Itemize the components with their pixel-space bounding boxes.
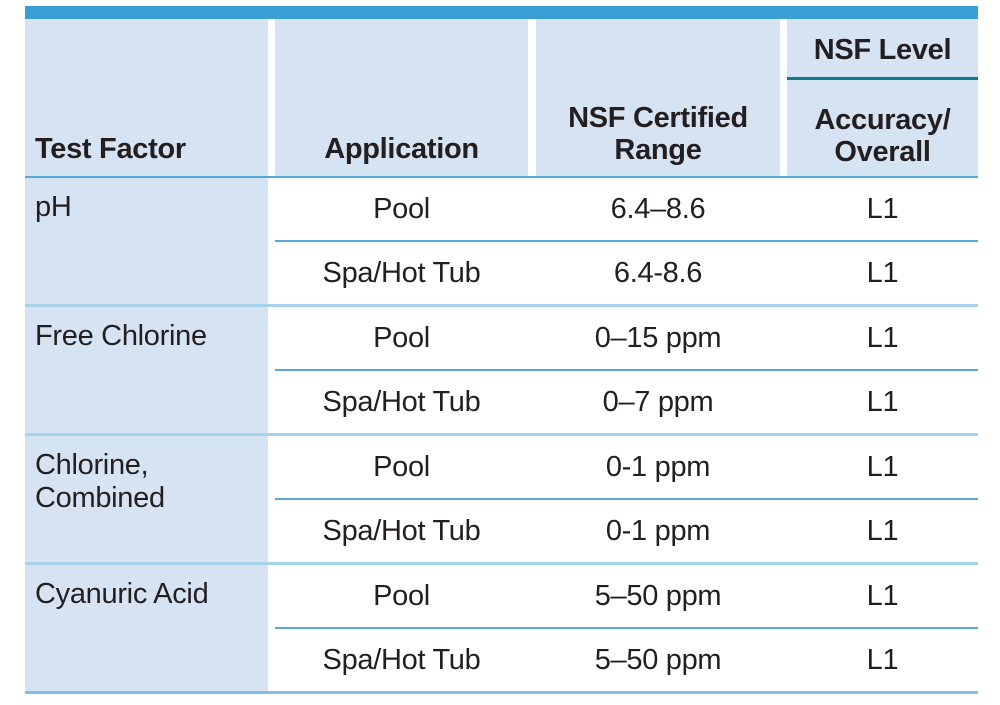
- nsf-certification-table: Test Factor Application NSF Certified Ra…: [25, 6, 978, 694]
- nsf-level-cell: L1: [866, 385, 899, 418]
- table-row: Spa/Hot Tub 0-1 ppm L1: [275, 500, 978, 562]
- table-row: Spa/Hot Tub 5–50 ppm L1: [275, 629, 978, 691]
- nsf-level-cell: L1: [866, 321, 899, 354]
- row-separator-line: [275, 627, 978, 629]
- group-separator-line: [25, 304, 978, 307]
- application-cell: Spa/Hot Tub: [322, 643, 481, 676]
- nsf-certified-range-cell: 6.4-8.6: [613, 256, 703, 289]
- application-cell: Spa/Hot Tub: [322, 256, 481, 289]
- application-cell: Pool: [373, 192, 430, 225]
- test-factor-cell: Free Chlorine: [25, 307, 268, 433]
- nsf-level-cell: L1: [866, 579, 899, 612]
- nsf-level-cell: L1: [866, 514, 899, 547]
- header-separator-line: [25, 176, 978, 178]
- table-row: Pool 0–15 ppm L1: [275, 307, 978, 369]
- application-cell: Pool: [373, 321, 430, 354]
- nsf-certified-range-cell: 0-1 ppm: [605, 514, 711, 547]
- application-cell: Spa/Hot Tub: [322, 385, 481, 418]
- column-header-nsf-certified-range-label: NSF Certified Range: [568, 102, 748, 166]
- nsf-level-title: NSF Level: [813, 34, 952, 66]
- application-cell: Pool: [373, 579, 430, 612]
- group-separator-line: [25, 562, 978, 565]
- nsf-certified-range-cell: 0-1 ppm: [605, 450, 711, 483]
- accuracy-overall-wrap: Accuracy/ Overall: [787, 80, 978, 176]
- test-factor-cell: Cyanuric Acid: [25, 565, 268, 691]
- column-header-test-factor: Test Factor: [25, 19, 268, 176]
- table-bottom-line: [25, 691, 978, 694]
- column-header-application-label: Application: [324, 133, 479, 165]
- table-row: Pool 5–50 ppm L1: [275, 565, 978, 627]
- table-row: Pool 6.4–8.6 L1: [275, 178, 978, 240]
- table-row: Spa/Hot Tub 6.4-8.6 L1: [275, 242, 978, 304]
- nsf-certified-range-cell: 0–15 ppm: [594, 321, 722, 354]
- nsf-level-cell: L1: [866, 192, 899, 225]
- nsf-level-cell: L1: [866, 450, 899, 483]
- table-row: Pool 0-1 ppm L1: [275, 436, 978, 498]
- row-separator-line: [275, 498, 978, 500]
- column-header-nsf-level: NSF Level Accuracy/ Overall: [787, 19, 978, 176]
- nsf-certified-range-cell: 5–50 ppm: [594, 579, 722, 612]
- column-header-nsf-certified-range: NSF Certified Range: [536, 19, 780, 176]
- table-row: Spa/Hot Tub 0–7 ppm L1: [275, 371, 978, 433]
- group-separator-line: [25, 433, 978, 436]
- row-separator-line: [275, 240, 978, 242]
- test-factor-cell: pH: [25, 178, 268, 304]
- nsf-certified-range-cell: 0–7 ppm: [602, 385, 714, 418]
- table-header-row: Test Factor Application NSF Certified Ra…: [25, 19, 978, 176]
- application-cell: Pool: [373, 450, 430, 483]
- nsf-level-underline: [787, 77, 978, 80]
- nsf-certified-range-cell: 5–50 ppm: [594, 643, 722, 676]
- row-separator-line: [275, 369, 978, 371]
- table-top-accent-bar: [25, 6, 978, 19]
- column-header-test-factor-label: Test Factor: [35, 133, 186, 165]
- nsf-certified-range-cell: 6.4–8.6: [610, 192, 706, 225]
- nsf-level-cell: L1: [866, 643, 899, 676]
- accuracy-overall-label: Accuracy/ Overall: [814, 104, 951, 168]
- test-factor-cell: Chlorine, Combined: [25, 436, 268, 562]
- column-header-application: Application: [275, 19, 528, 176]
- application-cell: Spa/Hot Tub: [322, 514, 481, 547]
- nsf-level-cell: L1: [866, 256, 899, 289]
